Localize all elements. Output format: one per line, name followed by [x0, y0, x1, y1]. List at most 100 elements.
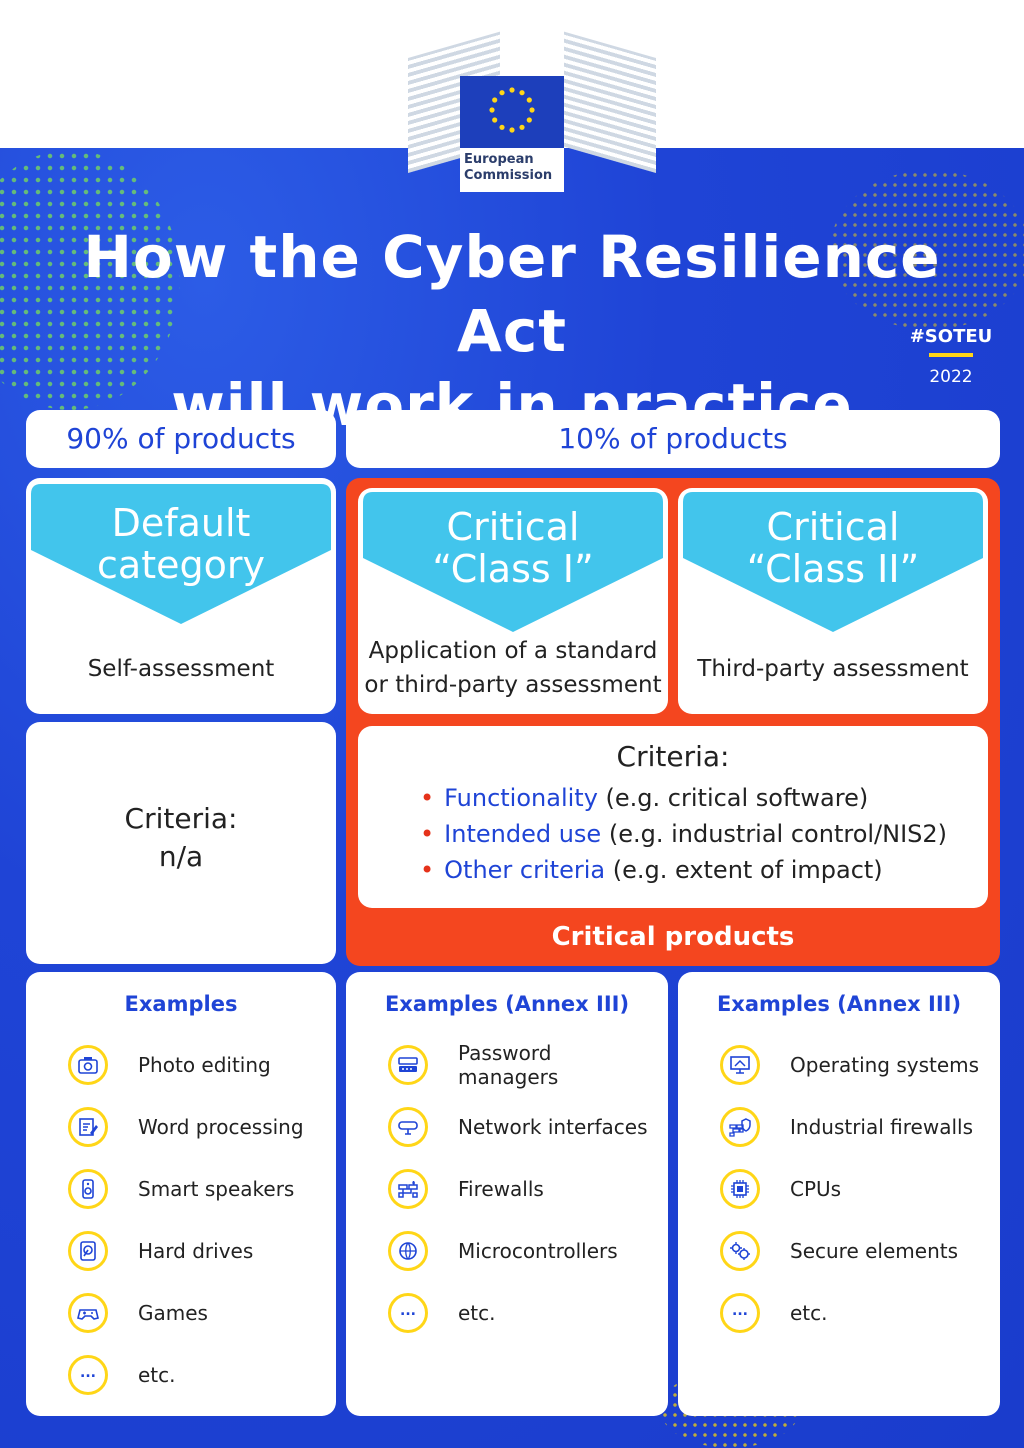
- default-criteria-card: Criteria: n/a: [26, 722, 336, 964]
- building-right-graphic: [564, 31, 656, 173]
- criteria-item: •Functionality (e.g. critical software): [420, 780, 947, 816]
- ellipsis-glyph: ...: [732, 1303, 748, 1319]
- criteria-item: •Intended use (e.g. industrial control/N…: [420, 816, 947, 852]
- critical-products-label: Critical products: [551, 922, 795, 952]
- example-item: Photo editing: [68, 1040, 271, 1090]
- ellipsis-icon: ...: [388, 1293, 428, 1333]
- red-bullet-icon: •: [420, 820, 435, 848]
- logo-line-2: Commission: [464, 168, 553, 183]
- ellipsis-icon: ...: [68, 1355, 108, 1395]
- logo-line-1: European: [464, 152, 534, 167]
- example-item: Network interfaces: [388, 1102, 647, 1152]
- default-criteria-value: n/a: [158, 840, 204, 873]
- example-label: Operating systems: [790, 1053, 980, 1077]
- default-chevron-text: Default category: [31, 502, 331, 586]
- example-label: Smart speakers: [138, 1177, 295, 1201]
- hard-drive-icon: [68, 1231, 108, 1271]
- example-label: Hard drives: [138, 1239, 254, 1263]
- default-criteria-label: Criteria:: [124, 802, 238, 835]
- eu-flag-icon: [460, 76, 564, 148]
- criteria-key: Intended use: [444, 820, 602, 848]
- logo-label: European Commission: [460, 148, 564, 192]
- gamepad-icon: [68, 1293, 108, 1333]
- criteria-detail: (e.g. extent of impact): [612, 856, 883, 884]
- example-label: Secure elements: [790, 1239, 959, 1263]
- example-label: Photo editing: [138, 1053, 271, 1077]
- example-item: Secure elements: [720, 1226, 958, 1276]
- example-item: Industrial firewalls: [720, 1102, 973, 1152]
- class-1-assessment-line-2: or third-party assessment: [364, 672, 662, 698]
- example-label: Password managers: [457, 1041, 559, 1089]
- default-line-1: Default: [111, 501, 251, 545]
- red-bullet-icon: •: [420, 784, 435, 812]
- class-2-chevron: Critical “Class II”: [683, 492, 983, 632]
- example-item: Games: [68, 1288, 208, 1338]
- example-item: CPUs: [720, 1164, 841, 1214]
- example-label: CPUs: [790, 1177, 842, 1201]
- login-icon: [388, 1045, 428, 1085]
- example-label: Firewalls: [458, 1177, 544, 1201]
- class-1-line-2: “Class I”: [432, 547, 594, 591]
- camera-icon: [68, 1045, 108, 1085]
- example-item: ... etc.: [388, 1288, 496, 1338]
- class-2-line-2: “Class II”: [746, 547, 920, 591]
- examples-default-title: Examples: [124, 992, 238, 1016]
- default-category-card: Default category Self-assessment: [26, 478, 336, 714]
- default-assessment: Self-assessment: [87, 656, 275, 682]
- title-line-1: How the Cyber Resilience Act: [83, 223, 941, 365]
- example-label: Industrial firewalls: [790, 1115, 973, 1139]
- example-label: Network interfaces: [458, 1115, 648, 1139]
- ellipsis-icon: ...: [720, 1293, 760, 1333]
- default-chevron: Default category: [31, 484, 331, 624]
- class-2-chevron-text: Critical “Class II”: [683, 506, 983, 590]
- network-card-icon: [388, 1107, 428, 1147]
- monitor-icon: [720, 1045, 760, 1085]
- example-label: etc.: [790, 1301, 828, 1325]
- class-2-card: Critical “Class II” Third-party assessme…: [678, 488, 988, 714]
- criteria-item: • Other criteria (e.g. extent of impact): [420, 852, 947, 888]
- class-2-line-1: Critical: [766, 505, 900, 549]
- examples-class-1-title: Examples (Annex III): [384, 992, 630, 1016]
- example-item: Operating systems: [720, 1040, 979, 1090]
- example-item: Smart speakers: [68, 1164, 294, 1214]
- document-edit-icon: [68, 1107, 108, 1147]
- example-item: ... etc.: [720, 1288, 828, 1338]
- criteria-list: •Functionality (e.g. critical software) …: [420, 780, 947, 888]
- yellow-divider: [929, 353, 973, 357]
- decorative-dots-left: [0, 150, 180, 410]
- example-label: Word processing: [138, 1115, 304, 1139]
- example-label: etc.: [458, 1301, 496, 1325]
- right-column-header: 10% of products: [346, 410, 1000, 468]
- ellipsis-glyph: ...: [80, 1365, 96, 1381]
- decorative-dots-right: [830, 170, 1024, 330]
- example-label: etc.: [138, 1363, 176, 1387]
- red-bullet-icon: •: [420, 856, 435, 884]
- chip-globe-icon: [388, 1231, 428, 1271]
- firewall-icon: [388, 1169, 428, 1209]
- left-column-header: 90% of products: [26, 410, 336, 468]
- criteria-key: Other criteria: [444, 856, 606, 884]
- class-1-chevron-text: Critical “Class I”: [363, 506, 663, 590]
- class-1-chevron: Critical “Class I”: [363, 492, 663, 632]
- class-1-line-1: Critical: [446, 505, 580, 549]
- example-item: Hard drives: [68, 1226, 253, 1276]
- page-title: How the Cyber Resilience Act will work i…: [60, 220, 964, 442]
- critical-criteria-title: Criteria:: [616, 740, 730, 773]
- examples-class-2-title: Examples (Annex III): [716, 992, 962, 1016]
- hashtag: #SOTEU: [909, 326, 993, 347]
- gears-icon: [720, 1231, 760, 1271]
- example-item: Password managers: [388, 1040, 658, 1090]
- shield-wall-icon: [720, 1107, 760, 1147]
- left-header-label: 90% of products: [66, 422, 296, 455]
- year: 2022: [929, 367, 973, 387]
- class-2-assessment: Third-party assessment: [697, 656, 969, 682]
- class-1-assessment: Application of a standard or third-party…: [358, 634, 668, 702]
- example-item: Word processing: [68, 1102, 304, 1152]
- example-label: Microcontrollers: [458, 1239, 618, 1263]
- class-1-assessment-line-1: Application of a standard: [368, 638, 658, 664]
- ellipsis-glyph: ...: [400, 1303, 416, 1319]
- example-label: Games: [138, 1301, 208, 1325]
